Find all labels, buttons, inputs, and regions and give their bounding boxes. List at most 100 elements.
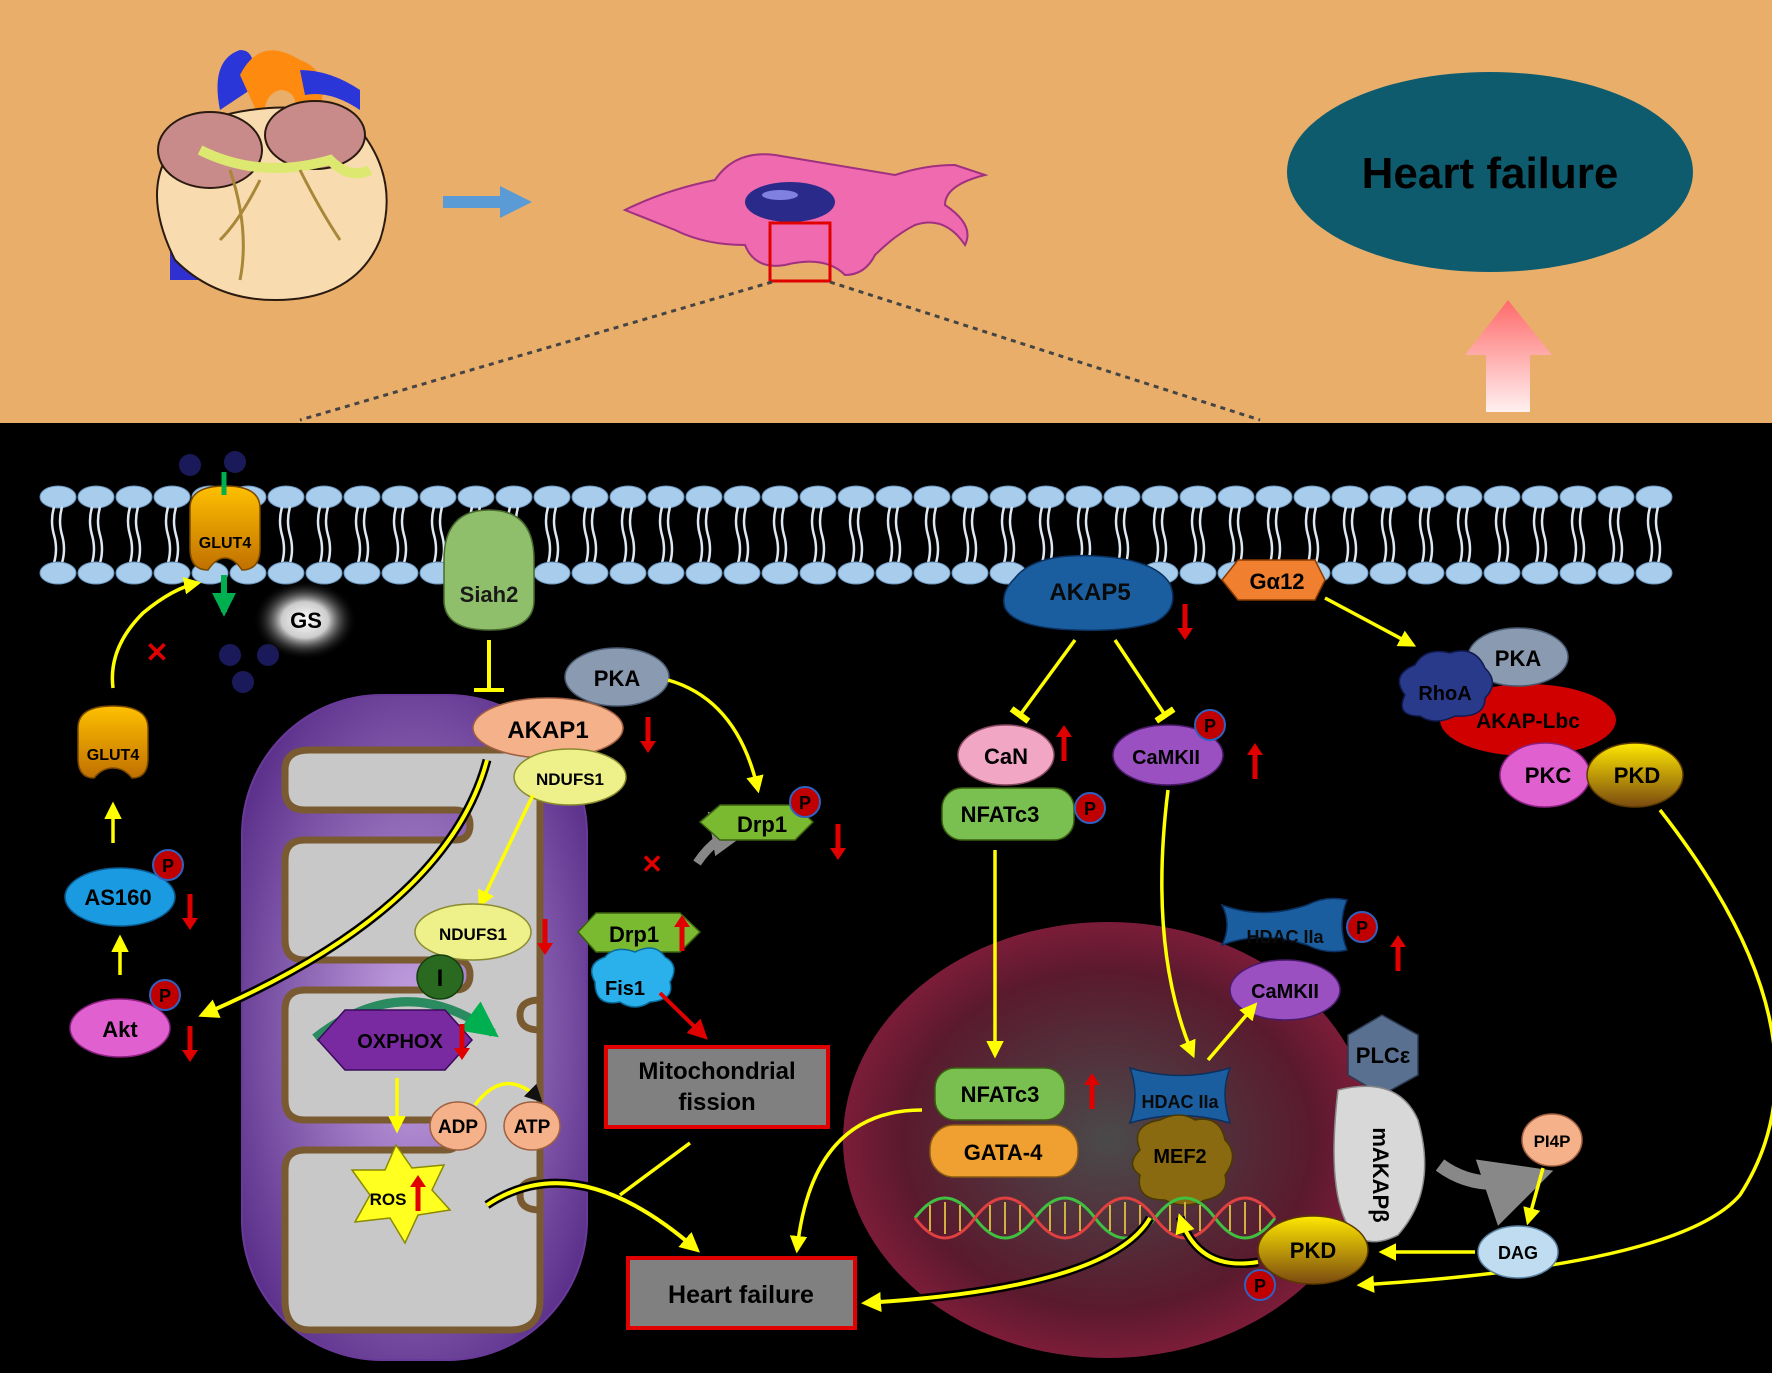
ndufs1-outer: NDUFS1 [513,748,627,806]
siah2-protein: Siah2 [443,509,535,631]
pi4p-molecule: PI4P [1521,1113,1583,1167]
fis1-label: Fis1 [605,978,645,1000]
drp1-activation-blocked-x: ✕ [641,849,663,879]
lipid-head-inner [153,561,191,585]
glut4-membrane-label: GLUT4 [199,535,252,552]
galpha12-label: Gα12 [1249,569,1304,594]
lipid-head-inner [1559,561,1597,585]
zoom-line-left [299,280,773,422]
glut4-membrane: GLUT4 [189,472,261,617]
drp1-phospho: Drp1 P [698,786,821,841]
akap-lbc-label: AKAP-Lbc [1476,710,1580,733]
hdac-exported-label: HDAC IIa [1246,927,1324,947]
lipid-head-inner [39,561,77,585]
makap-label: mAKAPβ [1368,1127,1393,1222]
mef2-to-hf-arrow [861,1217,1152,1313]
pkd-right-label: PKD [1614,763,1660,788]
akt-phospho-label: P [159,986,171,1006]
lipid-head-inner [1521,561,1559,585]
can-protein: CaN [957,724,1055,786]
up-arrow-large [1465,300,1552,412]
nucleus [843,922,1373,1358]
lipid-head-inner [951,561,989,585]
glut4-vesicle: GLUT4 [77,705,149,779]
ndufs1-inner-label: NDUFS1 [439,925,507,944]
pkd-nuclear: PKD P [1244,1215,1369,1301]
lipid-head-inner [343,561,381,585]
heart-failure-box: Heart failure [626,1256,857,1330]
lipid-head-inner [875,561,913,585]
lipid-head-inner [837,561,875,585]
fis1-to-fission-arrow [658,991,708,1040]
akt-label: Akt [102,1017,138,1042]
atp-label: ATP [514,1117,551,1138]
oxphox-hexagon: OXPHOX [316,1009,474,1071]
hdac-export-arrow [1206,1002,1258,1062]
lipid-head-inner [1635,561,1673,585]
fission-box-line2: fission [678,1089,755,1116]
heart-illustration [156,50,388,302]
cardiomyocyte-cell [622,153,989,283]
lipid-head-inner [571,561,609,585]
siah2-label: Siah2 [460,582,519,607]
oxphox-label: OXPHOX [357,1031,443,1053]
mitochondrial-fission-box: Mitochondrial fission [604,1045,830,1129]
lipid-head-inner [77,561,115,585]
pkc-label: PKC [1525,763,1572,788]
camkii-nuclear-label: CaMKII [1251,981,1319,1003]
can-label: CaN [984,744,1028,769]
lipid-head-inner [1597,561,1635,585]
adp-label: ADP [438,1117,478,1138]
as160-phospho-label: P [162,856,174,876]
camkii-nuclear: CaMKII [1229,959,1341,1021]
camkii-cytoplasm: CaMKII P [1112,709,1226,786]
plce-to-pi4p-arrow [1435,1159,1554,1226]
blue-arrow [443,186,532,218]
drp1-protein: Drp1 [576,912,702,953]
lipid-head-inner [115,561,153,585]
heart-failure-ellipse [1287,72,1693,272]
hdac-phospho-label: P [1356,918,1368,938]
atp-molecule: ATP [503,1101,561,1151]
lipid-head-inner [723,561,761,585]
heart-failure-box-label: Heart failure [668,1281,814,1309]
ndufs1-inner: NDUFS1 [414,903,532,961]
lipid-head-inner [1369,561,1407,585]
dag-molecule: DAG [1477,1225,1559,1279]
makap-beta: mAKAPβ [1333,1085,1426,1243]
nfatc3-nuclear: NFATc3 [934,1067,1066,1121]
plce-hexagon: PLCε [1347,1014,1419,1096]
camkii-nuclear-arrow [1160,789,1196,1059]
akap1-protein: AKAP1 [472,697,624,759]
adp-atp-arrow [473,1082,543,1107]
akap1-to-akt-arrow [198,759,489,1018]
rhoa-label: RhoA [1418,683,1471,705]
pkd-nuclear-label: PKD [1290,1238,1336,1263]
fission-to-hf-line [618,1141,692,1197]
ndufs1-outer-label: NDUFS1 [536,770,604,789]
galpha12-to-complex-arrow [1324,596,1417,647]
camkii-phospho-label: P [1204,716,1216,736]
plce-label: PLCε [1356,1043,1411,1068]
drp1-phospho-label: Drp1 [737,812,787,837]
ndufs1-import-arrow [478,794,535,909]
mef2-label: MEF2 [1153,1146,1206,1168]
gata4-protein: GATA-4 [929,1124,1079,1178]
nfatc3-cytoplasm-label: NFATc3 [961,802,1040,827]
akap1-label: AKAP1 [507,717,588,744]
drp1-label: Drp1 [609,922,659,947]
fis1-protein: Fis1 [590,947,675,1008]
gs-glow [253,580,357,660]
lipid-head-inner [647,561,685,585]
gs-label: GS [290,608,322,633]
akap5-protein: AKAP5 [1003,554,1174,632]
pkd-phospho-label: P [1254,1276,1266,1296]
ros-to-hf-arrow [485,1181,701,1253]
lipid-head-inner [913,561,951,585]
lipid-head-inner [1407,561,1445,585]
dna-helix [913,1196,1277,1240]
lipid-head-inner [381,561,419,585]
lipid-head-inner [685,561,723,585]
